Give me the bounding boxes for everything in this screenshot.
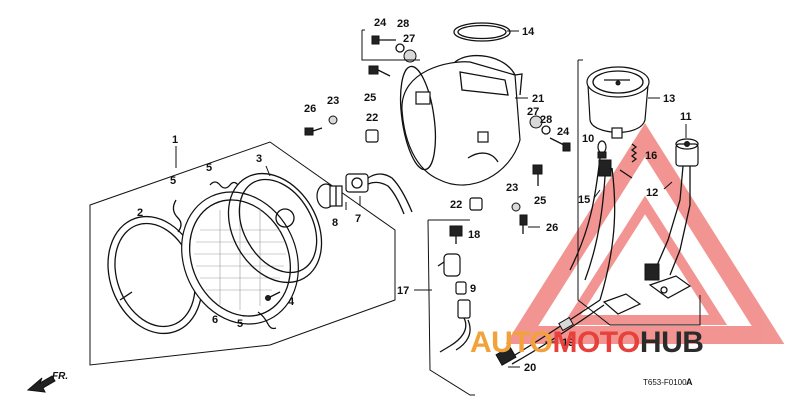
- callout-26-right: 26: [546, 222, 558, 234]
- callout-7: 7: [355, 213, 361, 225]
- leader-lines: [265, 30, 687, 368]
- spring-clip-bottom: [257, 311, 277, 330]
- case-seal-ring: [453, 22, 511, 42]
- callout-26-left: 26: [304, 103, 316, 115]
- headlight-case: [399, 54, 523, 186]
- callout-3: 3: [256, 153, 262, 165]
- callout-22-left: 22: [366, 112, 378, 124]
- callout-1: 1: [172, 134, 178, 146]
- grommet-27-right: [529, 115, 543, 129]
- speedometer-cable-frame: [427, 219, 475, 396]
- speedometer-cable: [495, 299, 605, 366]
- bolt-25-right: [532, 164, 543, 186]
- callout-11: 11: [680, 111, 692, 123]
- bolt-25-left: [368, 65, 391, 77]
- headlight-assembly-frame: [89, 141, 396, 366]
- watermark-moto: MOTO: [552, 326, 640, 359]
- adjust-screw: [265, 291, 281, 301]
- callout-25-left: 25: [364, 92, 376, 104]
- callout-17: 17: [397, 285, 409, 297]
- bulb-socket: [345, 173, 413, 215]
- callout-24-right: 24: [557, 126, 570, 138]
- callout-16: 16: [645, 150, 657, 162]
- callout-23-right: 23: [506, 182, 518, 194]
- callout-9: 9: [470, 283, 476, 295]
- callout-13: 13: [663, 93, 675, 105]
- grommet-27-left: [403, 49, 417, 63]
- screw-26-right: [519, 214, 528, 234]
- callout-23-left: 23: [327, 95, 339, 107]
- watermark-auto: AUTO: [470, 326, 553, 359]
- speedometer-wiring: [569, 157, 633, 301]
- front-direction-arrow: FR.: [26, 371, 68, 393]
- callout-10: 10: [582, 133, 594, 145]
- washer-23-left: [328, 115, 338, 125]
- callout-15: 15: [578, 194, 590, 206]
- headlight-mount-ring: [227, 172, 323, 284]
- washer-28-left: [395, 43, 405, 53]
- diagram-code-text: T653-F0100: [643, 378, 687, 387]
- callout-27-right: 27: [527, 106, 539, 118]
- callout-21: 21: [532, 93, 544, 105]
- callout-5-top: 5: [206, 162, 212, 174]
- callout-27-left: 27: [403, 33, 415, 45]
- callout-20: 20: [524, 362, 536, 374]
- screw-26-left: [304, 127, 323, 136]
- washer-23-right: [511, 202, 521, 212]
- callout-5-left: 5: [170, 175, 176, 187]
- nut-22-right: [469, 197, 483, 211]
- svg-text:AUTOMOTOHUB: AUTOMOTOHUB: [470, 326, 703, 359]
- callout-22-right: 22: [450, 199, 462, 211]
- cable-gear-housing: [437, 253, 461, 277]
- cable-fitting: [439, 299, 471, 353]
- switch-bracket: [602, 275, 692, 315]
- bolt-24-right: [549, 137, 571, 152]
- callout-24-left: 24: [374, 17, 387, 29]
- callout-28-right: 28: [540, 114, 552, 126]
- callout-labels: 1 2 3 4 5 5 5 6 7 8 9 10 11 12 13 14 15 …: [137, 17, 692, 374]
- speedometer-frame: [577, 60, 701, 326]
- watermark-triangle: [505, 123, 785, 344]
- spring-clip-top: [209, 181, 239, 189]
- cable-bushing-9: [455, 281, 467, 295]
- callout-18: 18: [468, 229, 480, 241]
- callout-28-left: 28: [397, 18, 409, 30]
- callout-5-bottom: 5: [237, 318, 243, 330]
- headlight-bulb: [316, 183, 343, 209]
- bolt-24-left: [371, 35, 396, 45]
- cable-screw-18: [449, 225, 463, 244]
- callout-25-right: 25: [534, 195, 546, 207]
- speedometer-gauge: [586, 66, 650, 139]
- callout-6: 6: [212, 314, 218, 326]
- spring-16: [630, 143, 638, 163]
- watermark-hub: HUB: [640, 326, 704, 359]
- diagram-code: T653-F0100 A: [643, 377, 693, 387]
- spring-clip-left: [172, 199, 182, 233]
- callout-14: 14: [522, 26, 535, 38]
- callout-12: 12: [646, 187, 658, 199]
- indicator-bulb: [597, 140, 607, 159]
- callout-8: 8: [332, 217, 338, 229]
- callout-4: 4: [288, 296, 295, 308]
- ignition-switch: [644, 138, 699, 281]
- callout-19: 19: [562, 337, 574, 349]
- direction-label: FR.: [52, 371, 68, 382]
- callout-2: 2: [137, 207, 143, 219]
- washer-28-right: [541, 125, 551, 135]
- diagram-code-suffix: A: [686, 377, 693, 387]
- watermark-logo: AUTOMOTOHUB: [470, 326, 704, 359]
- nut-22-left: [365, 129, 379, 143]
